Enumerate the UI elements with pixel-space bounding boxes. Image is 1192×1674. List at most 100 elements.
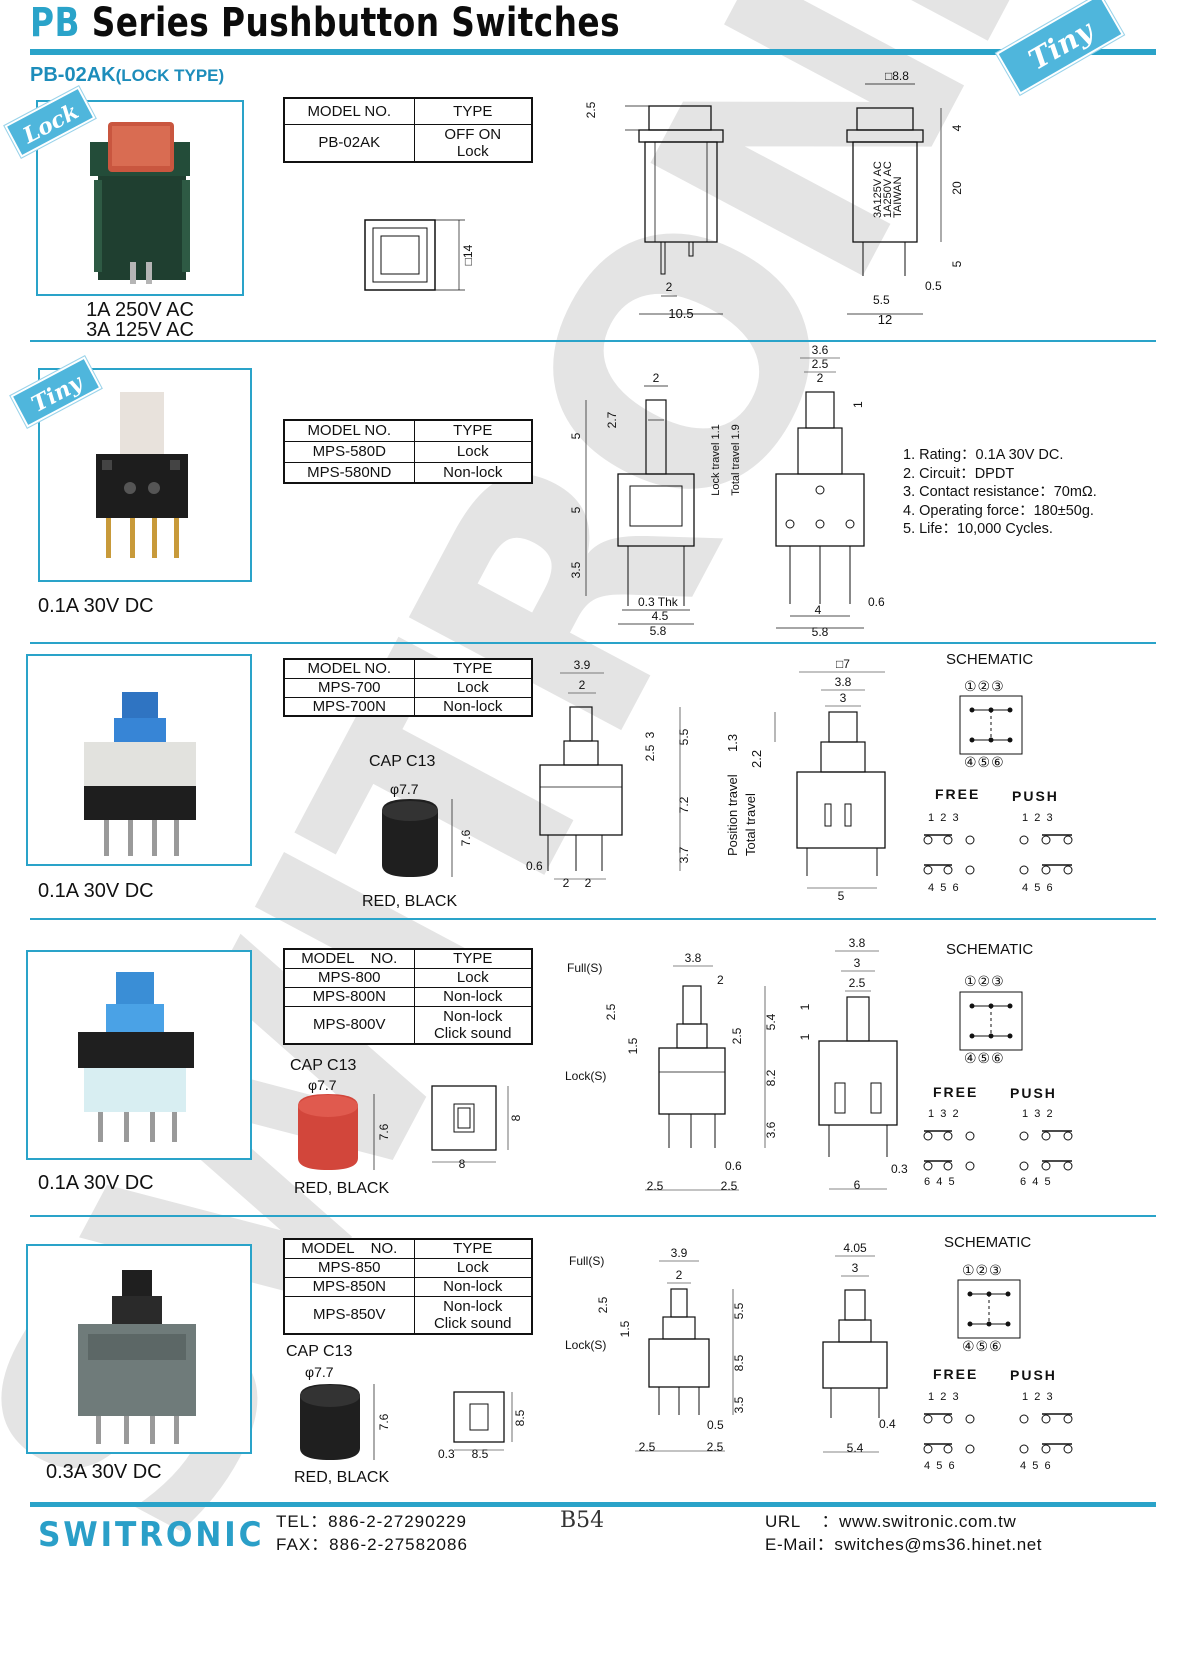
svg-text:1.5: 1.5: [618, 1320, 632, 1337]
section4-schematic-top: ①②③: [964, 973, 1005, 989]
svg-text:7.6: 7.6: [377, 1123, 391, 1140]
svg-text:2: 2: [676, 1268, 683, 1282]
svg-text:0.6: 0.6: [526, 859, 543, 873]
header-rule: [30, 49, 1156, 55]
section5-rating: 0.3A 30V DC: [46, 1461, 162, 1483]
svg-text:4: 4: [815, 603, 822, 617]
svg-text:2.5: 2.5: [721, 1179, 738, 1193]
svg-text:1A250V AC: 1A250V AC: [882, 161, 894, 218]
svg-text:5.8: 5.8: [650, 624, 667, 638]
section3-front-view: 3.9 2 3 2.5 5.5 7.2 3.7 0.6 2 2: [526, 658, 691, 890]
svg-text:0.3: 0.3: [438, 1447, 455, 1461]
svg-text:Full(S): Full(S): [567, 961, 602, 975]
svg-text:2.5: 2.5: [849, 976, 866, 990]
svg-text:3.9: 3.9: [671, 1246, 688, 1260]
svg-text:7.2: 7.2: [677, 796, 691, 813]
svg-text:Full(S): Full(S): [569, 1254, 604, 1268]
section5-schematic-bottom: ④⑤⑥: [962, 1338, 1003, 1354]
section3-push-label: PUSH: [1012, 788, 1059, 804]
svg-text:3: 3: [840, 691, 847, 705]
section3-rating: 0.1A 30V DC: [38, 880, 154, 902]
svg-text:2.7: 2.7: [605, 411, 619, 428]
svg-text:Lock(S): Lock(S): [565, 1338, 606, 1352]
section4-schematic-box: [959, 991, 1023, 1051]
section3-cap-black: 7.6: [382, 799, 473, 877]
footer-email[interactable]: E-Mail：switches@ms36.hinet.net: [765, 1535, 1043, 1554]
svg-text:2.5: 2.5: [730, 1027, 744, 1044]
svg-text:0.6: 0.6: [868, 595, 885, 609]
section4-photo: [26, 950, 252, 1160]
section2-front-view: 2 5 5 3.5 2.7 Lock travel 1.1 Total trav…: [569, 371, 742, 638]
svg-text:2: 2: [585, 876, 592, 890]
svg-text:2: 2: [563, 876, 570, 890]
svg-text:3.8: 3.8: [685, 951, 702, 965]
svg-text:0.4: 0.4: [879, 1417, 896, 1431]
svg-text:3.8: 3.8: [835, 675, 852, 689]
section5-side-view: 4.05 3 0.4 5.4: [822, 1241, 896, 1455]
svg-text:12: 12: [878, 312, 892, 327]
section4-cap-dia: φ7.7: [308, 1077, 337, 1093]
section1-top-view: □14: [364, 219, 475, 291]
divider-1: [30, 340, 1156, 342]
svg-text:3A125V AC: 3A125V AC: [872, 161, 884, 218]
section2-rating: 0.1A 30V DC: [38, 595, 154, 617]
svg-text:0.5: 0.5: [707, 1418, 724, 1432]
section5-free-label: FREE: [933, 1366, 979, 1382]
svg-text:2: 2: [666, 280, 673, 294]
footer-url[interactable]: URL ：www.switronic.com.tw: [765, 1512, 1017, 1531]
svg-text:8.5: 8.5: [732, 1354, 746, 1371]
section5-free-bottom: 4 5 6: [924, 1460, 955, 1472]
svg-text:□14: □14: [461, 244, 475, 265]
svg-text:3.6: 3.6: [764, 1121, 778, 1138]
section3-schematic-bottom: ④⑤⑥: [964, 754, 1005, 770]
svg-text:3: 3: [643, 731, 657, 738]
svg-text:Total travel 1.9: Total travel 1.9: [730, 424, 742, 496]
section3-cap-label: CAP C13: [369, 753, 436, 770]
svg-text:□8.8: □8.8: [885, 69, 909, 83]
section5-schematic-top: ①②③: [962, 1262, 1003, 1278]
svg-text:3: 3: [852, 1261, 859, 1275]
section2-side-view: 3.6 2.5 2 1 4 0.6 5.8: [775, 343, 885, 639]
svg-text:2.5: 2.5: [596, 1296, 610, 1313]
svg-text:2.5: 2.5: [812, 357, 829, 371]
section4-push-bottom: 6 4 5: [1020, 1176, 1051, 1188]
section4-free-top: 1 3 2: [928, 1108, 959, 1120]
svg-text:7.6: 7.6: [459, 829, 473, 846]
svg-text:2.5: 2.5: [639, 1440, 656, 1454]
svg-text:5: 5: [569, 432, 583, 439]
page-title: PB Series Pushbutton Switches: [30, 0, 621, 46]
svg-text:3.7: 3.7: [677, 846, 691, 863]
section5-push-label: PUSH: [1010, 1367, 1057, 1383]
svg-text:Total travel: Total travel: [743, 793, 758, 856]
section5-free-top: 1 2 3: [928, 1391, 959, 1403]
section3-free-bottom: 4 5 6: [928, 882, 959, 894]
svg-text:10.5: 10.5: [668, 306, 693, 321]
svg-text:3.6: 3.6: [812, 343, 829, 357]
section2-specs: 1. Rating：0.1A 30V DC. 2. Circuit：DPDT 3…: [903, 447, 1097, 537]
footer-fax: FAX：886-2-27582086: [276, 1535, 468, 1554]
section4-rating: 0.1A 30V DC: [38, 1172, 154, 1194]
svg-text:2: 2: [653, 371, 660, 385]
svg-text:6: 6: [854, 1178, 861, 1192]
mps800-photo: [78, 972, 194, 1142]
svg-text:2.2: 2.2: [749, 750, 764, 768]
section3-schematic-top: ①②③: [964, 678, 1005, 694]
svg-text:TAIWAN: TAIWAN: [892, 176, 904, 218]
svg-text:0.3 Thk: 0.3 Thk: [638, 595, 679, 609]
svg-text:0.6: 0.6: [725, 1159, 742, 1173]
section5-schematic-title: SCHEMATIC: [944, 1234, 1032, 1251]
svg-text:2.5: 2.5: [643, 744, 657, 761]
section1-front-view: 2.5 2 10.5: [584, 101, 724, 321]
svg-text:5: 5: [569, 506, 583, 513]
svg-text:2.5: 2.5: [707, 1440, 724, 1454]
svg-text:1: 1: [798, 1003, 812, 1010]
pb02ak-photo: [90, 122, 190, 284]
svg-text:3.8: 3.8: [849, 936, 866, 950]
tiny-badge: Tiny: [996, 0, 1124, 95]
svg-text:2: 2: [817, 371, 824, 385]
section5-footprint: 0.3 8.5 8.5: [438, 1391, 527, 1461]
section1-side-view: □8.8 3A125V AC 1A250V AC TAIWAN 4 20 5 0…: [846, 69, 964, 327]
section4-schematic-title: SCHEMATIC: [946, 941, 1034, 958]
